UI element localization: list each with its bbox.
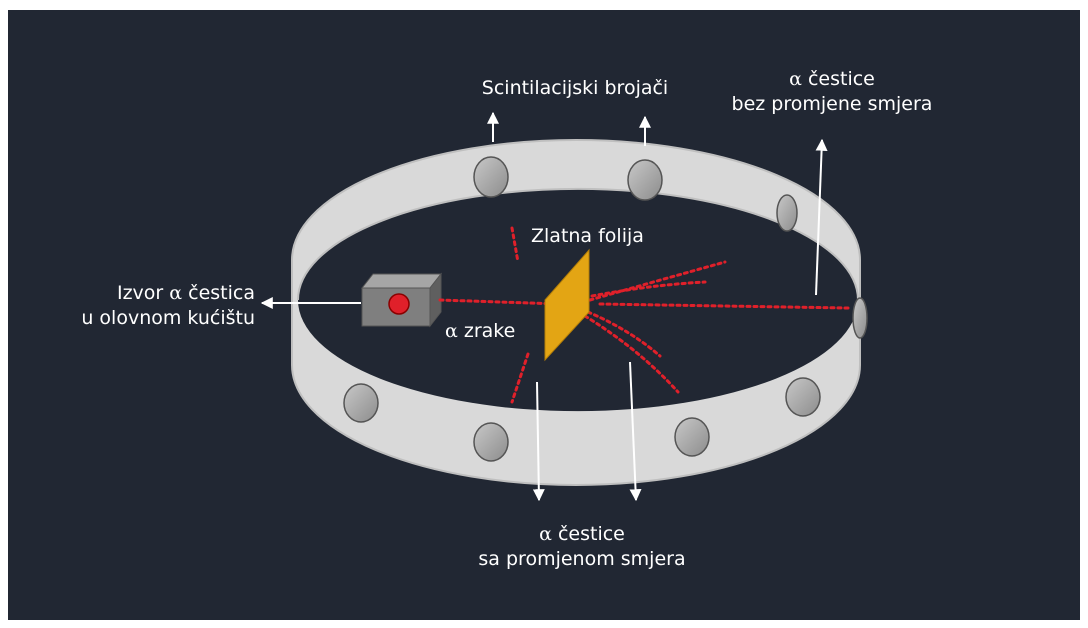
rays-alpha-symbol: α xyxy=(445,320,458,342)
counter-5 xyxy=(343,383,379,423)
undeflected-line-2: bez promjene smjera xyxy=(731,93,933,115)
label-gold-foil: Zlatna folija xyxy=(531,225,644,247)
arrow-undeflected xyxy=(815,138,828,296)
counter-7 xyxy=(674,417,710,457)
incoming-beam xyxy=(438,298,562,306)
alpha-particle-paths xyxy=(438,226,850,404)
backscatter-down xyxy=(510,352,530,404)
deflected-path-up-1 xyxy=(588,260,727,302)
counter-4 xyxy=(852,297,868,339)
alpha-source xyxy=(388,293,410,315)
backscatter-up xyxy=(510,226,520,264)
deflected-path-down-1 xyxy=(586,310,662,358)
deflected-line-2: sa promjenom smjera xyxy=(478,548,686,570)
straight-path xyxy=(598,302,850,310)
label-arrows xyxy=(260,111,828,502)
label-scintillation-counters: Scintilacijski brojači xyxy=(460,76,690,101)
counter-8 xyxy=(785,377,821,417)
ring-inner-edge xyxy=(297,187,859,301)
source-alpha-symbol: α xyxy=(169,282,183,304)
counter-3 xyxy=(776,194,798,232)
counter-1 xyxy=(473,156,509,198)
undeflected-alpha-symbol: α xyxy=(789,68,802,90)
gold-foil xyxy=(544,248,590,362)
arrow-deflected-right xyxy=(629,361,642,502)
scintillation-counters xyxy=(343,156,868,462)
source-line-2: u olovnom kućištu xyxy=(81,307,255,329)
arrow-deflected-left xyxy=(532,381,545,502)
alpha-source-box xyxy=(360,272,443,328)
counter-2 xyxy=(627,159,663,201)
deflected-path-down-2 xyxy=(583,314,680,394)
counter-6 xyxy=(473,422,509,462)
deflected-alpha-symbol: α xyxy=(539,523,552,545)
counters-text: Scintilacijski brojači xyxy=(481,77,669,99)
deflected-path-up-2 xyxy=(590,280,707,298)
